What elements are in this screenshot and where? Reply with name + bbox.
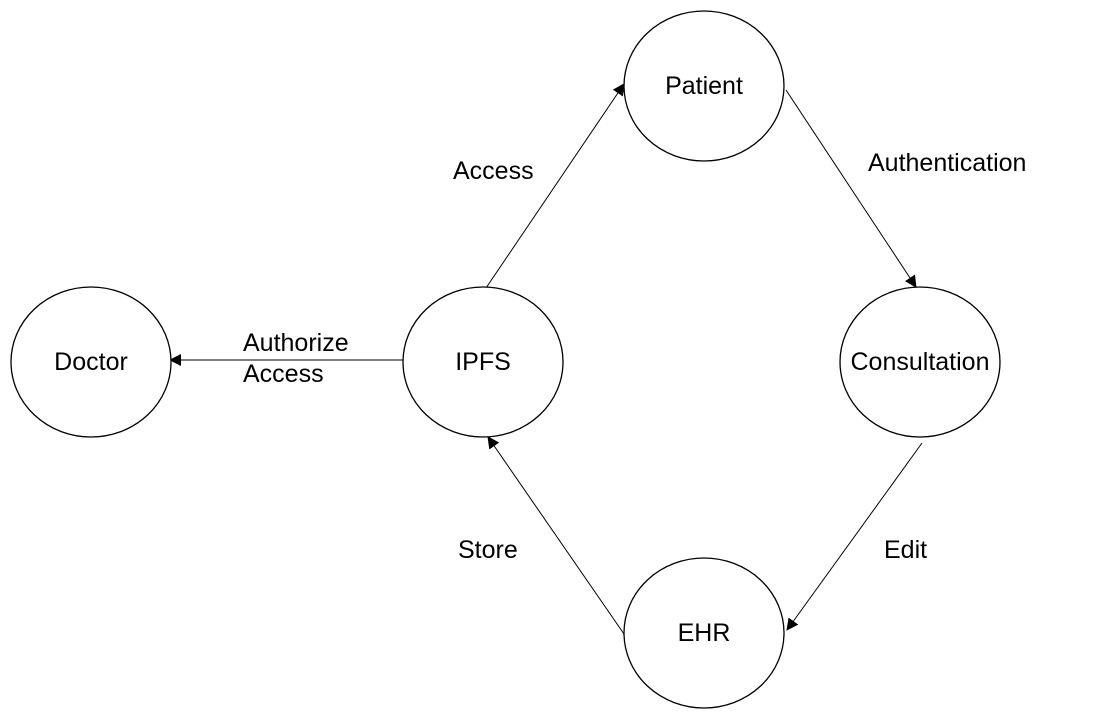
- edge-label: Authentication: [868, 149, 1026, 177]
- node-shape: [623, 557, 785, 709]
- node-patient: Patient: [623, 10, 785, 162]
- edge-ipfs-to-patient: Access: [453, 83, 625, 289]
- edge-label: Store: [458, 536, 518, 564]
- node-shape: [402, 286, 564, 438]
- edge-line: [485, 83, 625, 289]
- node-label: IPFS: [455, 348, 511, 376]
- node-label: Doctor: [54, 348, 128, 376]
- edge-label: Access: [243, 360, 324, 388]
- node-label: EHR: [678, 619, 731, 647]
- edge-line: [786, 442, 923, 631]
- edge-ehr-to-ipfs: Store: [458, 436, 625, 635]
- node-ehr: EHR: [623, 557, 785, 709]
- node-shape: [10, 286, 172, 438]
- edge-label: Authorize: [243, 329, 349, 357]
- edge-line: [785, 89, 917, 288]
- edge-patient-to-consultation: Authentication: [785, 89, 1026, 288]
- node-shape: [623, 10, 785, 162]
- edge-line: [487, 436, 625, 635]
- edge-consultation-to-ehr: Edit: [786, 442, 927, 631]
- edge-label: Access: [453, 157, 534, 185]
- node-doctor: Doctor: [10, 286, 172, 438]
- node-consultation: Consultation: [839, 286, 1001, 438]
- node-label: Patient: [665, 72, 743, 100]
- edge-label: Edit: [884, 536, 927, 564]
- edge-ipfs-to-doctor: Authorize Access: [169, 329, 403, 388]
- node-shape: [839, 286, 1001, 438]
- node-label: Consultation: [851, 348, 990, 376]
- node-ipfs: IPFS: [402, 286, 564, 438]
